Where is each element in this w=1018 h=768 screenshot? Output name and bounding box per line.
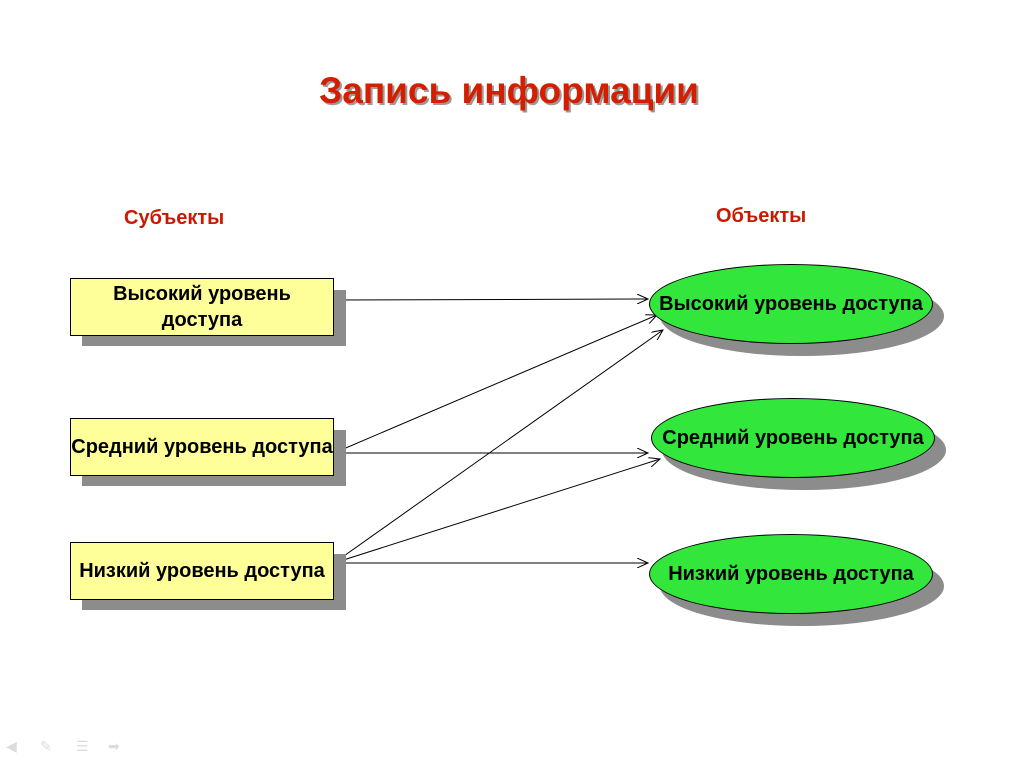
subject-mid-box: Средний уровень доступа — [70, 418, 334, 476]
back-icon[interactable]: ◀ — [6, 738, 17, 754]
forward-icon[interactable]: ➡ — [108, 738, 120, 754]
menu-icon[interactable]: ☰ — [76, 738, 89, 754]
arrow-high-to-high — [333, 299, 648, 300]
object-mid-ellipse: Средний уровень доступа — [651, 398, 935, 478]
subject-low-box: Низкий уровень доступа — [70, 542, 334, 600]
pen-icon[interactable]: ✎ — [40, 738, 52, 754]
object-low-ellipse: Низкий уровень доступа — [649, 534, 933, 614]
arrow-mid-to-high — [333, 315, 657, 454]
slide-title: Запись информации — [319, 70, 699, 111]
arrow-low-to-mid — [333, 459, 660, 564]
subjects-header: Субъекты — [124, 207, 225, 229]
object-high-ellipse: Высокий уровень доступа — [649, 264, 933, 344]
arrow-low-to-high — [333, 330, 663, 564]
subject-high-box: Высокий уровень доступа — [70, 278, 334, 336]
objects-header: Объекты — [716, 205, 807, 227]
